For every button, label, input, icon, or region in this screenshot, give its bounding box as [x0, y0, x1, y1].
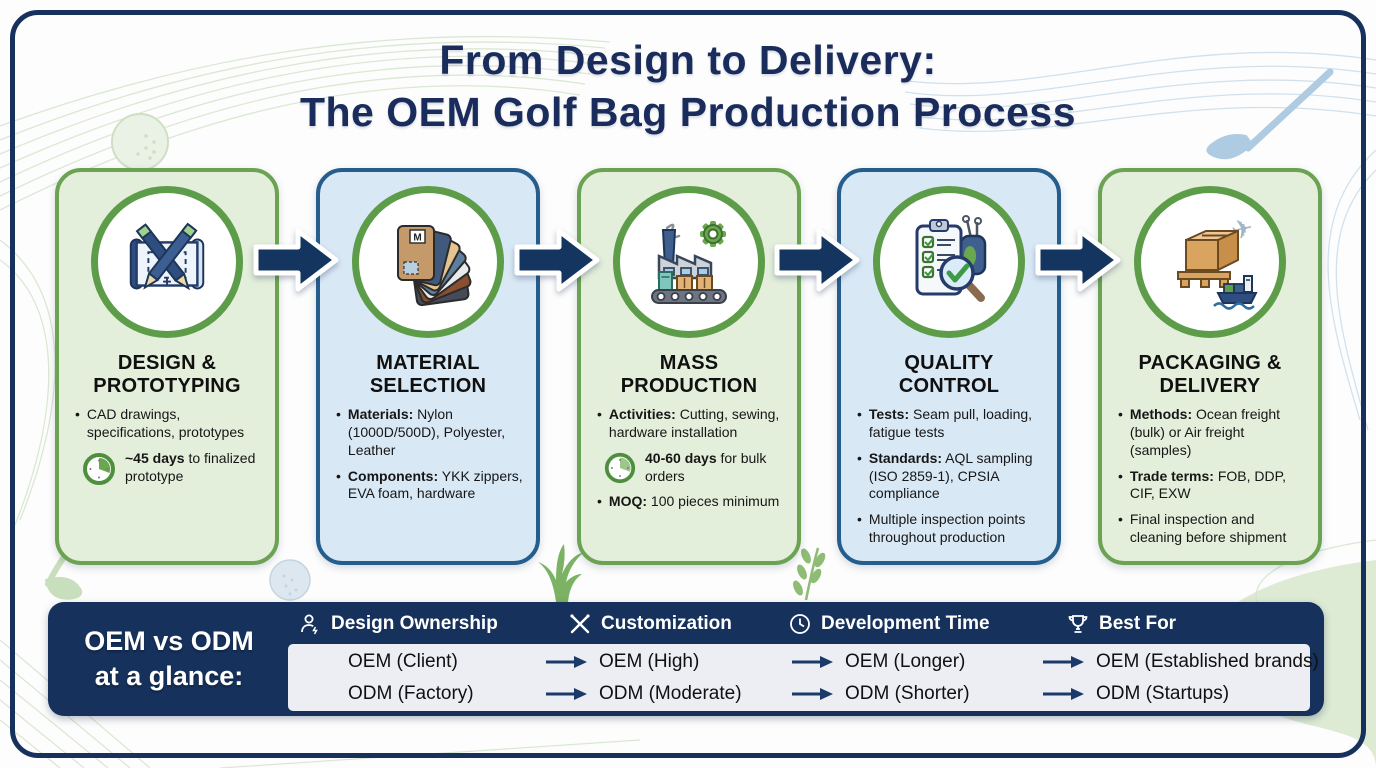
column-header-development-time: Development Time [788, 609, 990, 639]
shipping-box-icon: ✈ [1177, 213, 1258, 310]
column-header-customization: Customization [568, 609, 732, 639]
right-arrow-icon [1030, 655, 1096, 669]
step-title: MATERIAL SELECTION [369, 352, 487, 398]
fabric-swatches-icon: M [397, 225, 472, 307]
golf-club-sketch-top [1206, 68, 1334, 160]
step-bullet: • Methods: Ocean freight (bulk) or Air f… [1118, 406, 1281, 458]
step-title: DESIGN & PROTOTYPING [93, 352, 241, 398]
step-icon-circle: ✈ [1134, 186, 1286, 338]
crossed-tools-icon [570, 614, 590, 634]
wave-lines-top-right [899, 51, 1376, 431]
step-card-design-prototyping: DESIGN & PROTOTYPING • CAD drawings, spe… [55, 168, 279, 565]
step-icon-circle [91, 186, 243, 338]
step-card-packaging-delivery: ✈ PACKAGING & DELIVERY • [1098, 168, 1322, 565]
blueprint-pencils-icon [129, 222, 205, 291]
step-bullet: • CAD drawings, specifications, prototyp… [75, 406, 245, 441]
column-header-best-for: Best For [1066, 609, 1176, 639]
step-bullet: • Components: YKK zippers, EVA foam, har… [336, 467, 523, 502]
column-header-design-ownership: Design Ownership [298, 609, 498, 639]
flow-arrow-icon [253, 228, 339, 292]
step-bullet: • Trade terms: FOB, DDP, CIF, EXW [1118, 467, 1287, 502]
step-title: QUALITY CONTROL [898, 352, 1000, 398]
flow-arrow-icon [514, 228, 600, 292]
flow-arrow-icon [1035, 228, 1121, 292]
step-title: PACKAGING & DELIVERY [1138, 352, 1282, 398]
wave-lines-top-left [0, 35, 611, 526]
title-line-2: The OEM Golf Bag Production Process [299, 89, 1077, 136]
table-row-odm: ODM (Factory) ODM (Moderate) ODM (Shorte… [348, 682, 1230, 704]
grass-tuft [538, 544, 584, 602]
right-arrow-icon [1030, 687, 1096, 701]
golf-ball-sketch-bottom [269, 559, 311, 601]
quality-clipboard-icon [915, 215, 987, 302]
step-title: MASS PRODUCTION [620, 352, 758, 398]
right-arrow-icon [779, 687, 845, 701]
step-duration: 40-60 days for bulk orders [603, 450, 785, 486]
comparison-label: OEM vs ODM at a glance: [84, 625, 254, 691]
right-arrow-icon [533, 655, 599, 669]
table-row-oem: OEM (Client) OEM (High) OEM (Longer) OEM… [348, 650, 1319, 672]
step-bullet: • Multiple inspection points throughout … [857, 511, 1026, 545]
step-bullet: • Activities: Cutting, sewing, hardware … [597, 406, 780, 441]
flow-arrow-icon [774, 228, 860, 292]
step-bullet: • Final inspection and cleaning before s… [1118, 511, 1287, 545]
step-icon-circle [873, 186, 1025, 338]
step-bullet: • Materials: Nylon (1000D/500D), Polyest… [336, 406, 506, 458]
step-card-quality-control: QUALITY CONTROL • Tests: Seam pull, load… [837, 168, 1061, 565]
step-icon-circle [613, 186, 765, 338]
title-line-1: From Design to Delivery: [439, 37, 937, 83]
right-arrow-icon [533, 687, 599, 701]
svg-text:M: M [413, 233, 421, 244]
clock-icon [604, 452, 636, 484]
step-bullet: • Tests: Seam pull, loading, fatigue tes… [857, 406, 1033, 441]
comparison-table: OEM (Client) OEM (High) OEM (Longer) OEM… [288, 644, 1319, 711]
step-bullet: • MOQ: 100 pieces minimum [597, 493, 780, 510]
page-title: From Design to Delivery: The OEM Golf Ba… [0, 34, 1376, 139]
right-arrow-icon [779, 655, 845, 669]
clock-icon [83, 452, 115, 485]
step-bullet: • Standards: AQL sampling (ISO 2859-1), … [857, 449, 1033, 502]
oem-odm-comparison-bar: OEM vs ODM at a glance: Design Ownership… [48, 602, 1324, 716]
step-card-mass-production: MASS PRODUCTION • Activities: Cutting, s… [577, 168, 801, 565]
factory-icon [651, 221, 727, 304]
clock-icon [790, 614, 810, 634]
step-duration: ~45 days to finalized prototype [81, 450, 263, 487]
wheat-sprig [793, 547, 826, 601]
step-card-material-selection: M MATERIAL SELECTION • Materials: Nylon … [316, 168, 540, 565]
step-icon-circle: M [352, 186, 504, 338]
trophy-icon [1068, 615, 1088, 633]
person-icon [301, 614, 318, 635]
